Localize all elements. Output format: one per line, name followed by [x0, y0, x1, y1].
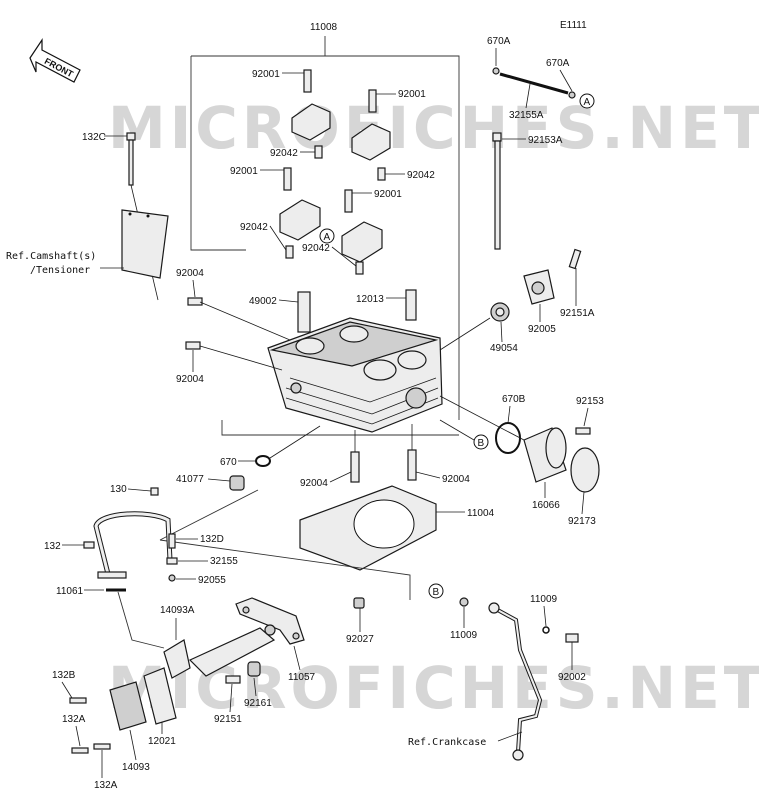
head-gasket-11004	[299, 485, 437, 571]
label-132C: 132C	[82, 132, 106, 143]
label-92004-3: 92004	[300, 478, 328, 489]
clamp-92173	[570, 447, 600, 493]
label-92002: 92002	[558, 672, 586, 683]
label-92027: 92027	[346, 634, 374, 645]
stud-92153A	[492, 132, 502, 250]
label-92153: 92153	[576, 396, 604, 407]
diagram-code: E1111	[560, 20, 587, 31]
bolt-92151	[225, 675, 241, 684]
callout-a-1: A	[324, 232, 331, 243]
label-12013: 12013	[356, 294, 384, 305]
camshaft-caps	[279, 69, 391, 275]
bracket-11057	[188, 597, 305, 677]
callout-a-2: A	[584, 97, 591, 108]
part-49054	[490, 302, 510, 322]
bolt-92153	[575, 427, 591, 435]
bolt-132A-1	[71, 747, 89, 754]
tensioner-92005	[523, 248, 582, 305]
label-132A-1: 132A	[62, 714, 86, 725]
label-92042-2: 92042	[407, 170, 435, 181]
label-92001-2: 92001	[398, 89, 426, 100]
label-92151A: 92151A	[560, 308, 595, 319]
label-92042-4: 92042	[302, 243, 330, 254]
part-12013	[405, 289, 417, 321]
label-11009-1: 11009	[450, 630, 478, 641]
label-41077: 41077	[176, 474, 204, 485]
callout-b-2: B	[433, 587, 440, 598]
label-49002: 49002	[249, 296, 277, 307]
assembly-frame-11008	[190, 36, 460, 436]
label-14093A: 14093A	[160, 605, 195, 616]
pipe-bracket	[83, 487, 178, 582]
label-11008: 11008	[310, 22, 338, 33]
part-41077	[229, 475, 245, 491]
label-670A-2: 670A	[546, 58, 570, 69]
label-670: 670	[220, 457, 237, 468]
label-92001-3: 92001	[230, 166, 258, 177]
oil-pipe	[459, 597, 579, 761]
label-32155A: 32155A	[509, 110, 544, 121]
label-14093: 14093	[122, 762, 150, 773]
label-670B: 670B	[502, 394, 526, 405]
guide-bracket	[121, 209, 169, 279]
dowel-92004-4	[407, 449, 417, 481]
air-suction-valve	[109, 639, 191, 731]
label-130: 130	[110, 484, 127, 495]
grommet-92161	[247, 661, 261, 677]
label-16066: 16066	[532, 500, 560, 511]
label-11061: 11061	[56, 586, 84, 597]
label-132D: 132D	[200, 534, 224, 545]
ref-camshaft: Ref.Camshaft(s)	[6, 251, 96, 262]
label-92055: 92055	[198, 575, 226, 586]
label-92004-1: 92004	[176, 268, 204, 279]
bolt-132A-2	[93, 743, 111, 750]
label-92153A: 92153A	[528, 135, 563, 146]
label-32155: 32155	[210, 556, 238, 567]
label-92173: 92173	[568, 516, 596, 527]
part-49002	[297, 291, 311, 333]
part-92027	[353, 597, 365, 609]
label-11004: 11004	[467, 508, 495, 519]
callout-b-1: B	[478, 438, 485, 449]
label-11009-2: 11009	[530, 594, 558, 605]
front-arrow-icon: FRONT	[29, 38, 81, 83]
label-92151: 92151	[214, 714, 242, 725]
pin-32155A	[492, 67, 576, 99]
dowel-92004-3	[350, 451, 360, 483]
bolt-132B	[69, 697, 87, 704]
label-92001-1: 92001	[252, 69, 280, 80]
label-132B: 132B	[52, 670, 76, 681]
dowel-92004-1	[187, 297, 203, 306]
label-11057: 11057	[288, 672, 316, 683]
label-92001-4: 92001	[374, 189, 402, 200]
dowel-92004-2	[185, 341, 201, 350]
label-49054: 49054	[490, 343, 518, 354]
ref-tensioner: /Tensioner	[30, 265, 90, 276]
label-670A-1: 670A	[487, 36, 511, 47]
label-12021: 12021	[148, 736, 176, 747]
oring-670	[255, 455, 271, 467]
label-132A-2: 132A	[94, 780, 118, 791]
label-92042-1: 92042	[270, 148, 298, 159]
watermark-top: MICROFICHES.NET	[108, 94, 759, 162]
label-92004-2: 92004	[176, 374, 204, 385]
cylinder-head	[267, 317, 443, 433]
label-92042-3: 92042	[240, 222, 268, 233]
intake-joint-16066	[523, 427, 567, 483]
label-132: 132	[44, 541, 61, 552]
label-92161: 92161	[244, 698, 272, 709]
label-92004-4: 92004	[442, 474, 470, 485]
label-92005: 92005	[528, 324, 556, 335]
ref-crankcase: Ref.Crankcase	[408, 737, 486, 748]
